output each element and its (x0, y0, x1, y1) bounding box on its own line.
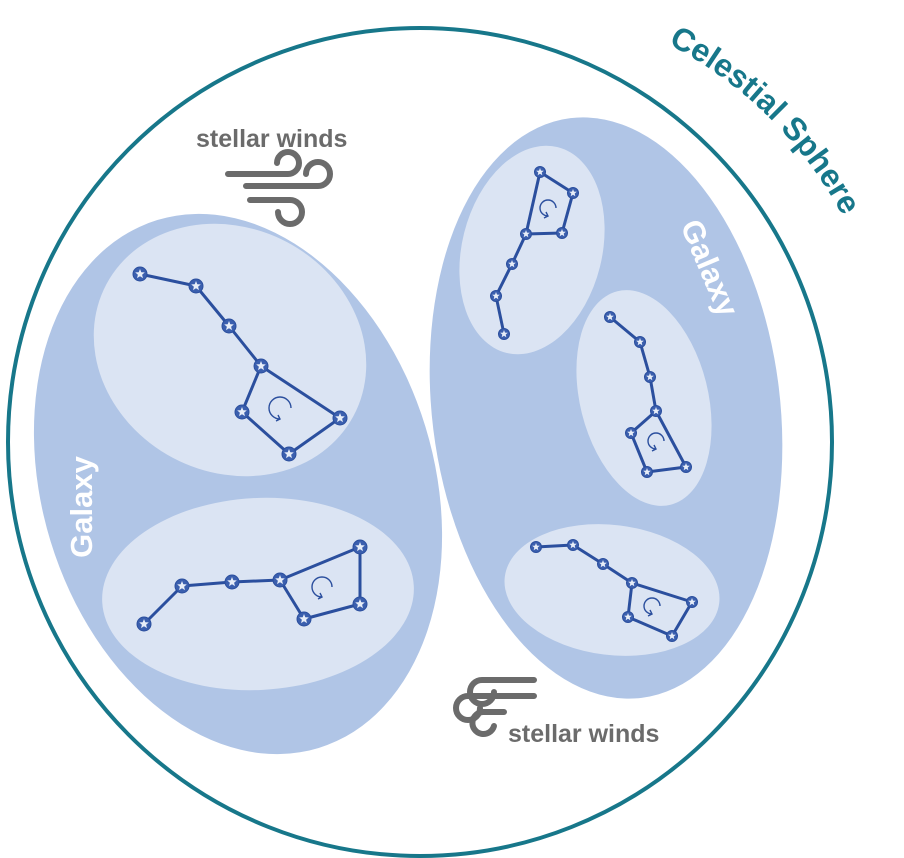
galaxy-label-left: Galaxy (64, 455, 99, 557)
constellation-line (524, 231, 564, 236)
star-icon (237, 407, 247, 417)
star-icon (139, 619, 149, 629)
constellation-dipper-c (490, 166, 579, 340)
constellation-dipper-a (132, 266, 348, 462)
star-icon (624, 613, 632, 621)
star-icon (299, 614, 309, 624)
rotation-icon (647, 432, 665, 452)
constellation-line (240, 364, 263, 414)
star-icon (227, 577, 237, 587)
star-icon (355, 542, 365, 552)
constellation-dipper-d (604, 311, 692, 478)
galaxy-left (33, 213, 443, 755)
star-icon (532, 543, 540, 551)
constellation-cloud-right-top (459, 145, 605, 355)
rotation-icon (643, 597, 661, 617)
star-icon (191, 281, 201, 291)
constellation-line (626, 615, 674, 638)
constellation-line (138, 272, 198, 288)
star-icon (275, 575, 285, 585)
rotation-icon (311, 576, 333, 600)
constellation-line (227, 324, 263, 368)
stellar-winds-label-top: stellar winds (196, 125, 347, 153)
wind-icon (225, 149, 333, 227)
star-icon (688, 598, 696, 606)
stellar-winds-label-bottom: stellar winds (508, 720, 659, 748)
constellation-line (645, 465, 688, 474)
constellation-line (230, 578, 282, 584)
star-icon (224, 321, 234, 331)
star-icon (536, 168, 544, 176)
constellation-cloud-right-bottom (504, 524, 720, 656)
constellation-line (538, 170, 575, 195)
star-icon (284, 449, 294, 459)
constellation-line (608, 315, 642, 344)
constellation-line (287, 416, 342, 456)
constellation-line (142, 584, 184, 626)
rotation-icon (268, 396, 292, 422)
star-icon (355, 599, 365, 609)
constellation-line (302, 602, 362, 621)
star-icon (636, 338, 644, 346)
star-icon (500, 330, 508, 338)
constellation-line (278, 578, 306, 621)
constellation-line (560, 191, 575, 235)
rotation-icon (539, 199, 557, 219)
star-icon (668, 632, 676, 640)
constellation-line (180, 580, 234, 588)
star-icon (682, 463, 690, 471)
constellation-cloud-top-left (93, 223, 367, 477)
wind-icon (453, 677, 537, 737)
star-icon (508, 260, 516, 268)
constellation-line (629, 431, 649, 474)
star-icon (177, 581, 187, 591)
star-icon (599, 560, 607, 568)
constellation-line (240, 410, 291, 456)
constellation-line (654, 409, 688, 469)
constellation-line (638, 340, 652, 379)
star-icon (335, 413, 345, 423)
star-icon (135, 269, 145, 279)
constellation-dipper-b (136, 539, 368, 632)
constellation-dipper-e (530, 539, 698, 642)
star-icon (569, 541, 577, 549)
constellations-layer (132, 166, 698, 642)
constellation-line (630, 581, 694, 604)
constellation-line (494, 294, 506, 336)
constellation-line (194, 284, 231, 328)
star-icon (627, 429, 635, 437)
star-icon (558, 229, 566, 237)
star-icon (522, 230, 530, 238)
star-icon (628, 579, 636, 587)
constellation-line (524, 170, 542, 236)
star-icon (256, 361, 266, 371)
star-icon (646, 373, 654, 381)
constellation-line (278, 545, 362, 582)
constellation-cloud-bottom-left (102, 497, 414, 691)
constellation-line (534, 543, 575, 549)
star-icon (652, 407, 660, 415)
constellation-line (670, 600, 694, 638)
star-icon (606, 313, 614, 321)
star-icon (643, 468, 651, 476)
star-icon (569, 189, 577, 197)
constellation-line (259, 364, 342, 420)
star-icon (492, 292, 500, 300)
